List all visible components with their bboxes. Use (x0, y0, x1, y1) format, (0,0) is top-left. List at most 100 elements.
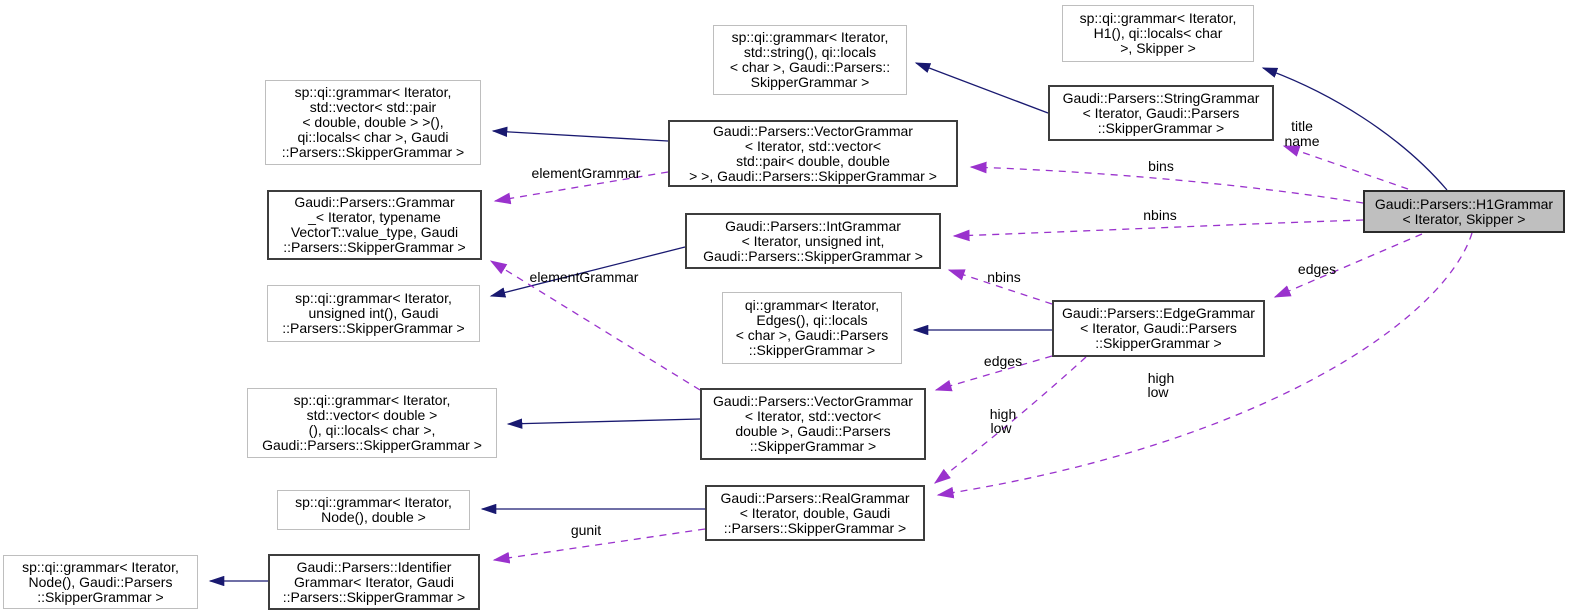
node-qi-grammar-node-double[interactable]: sp::qi::grammar< Iterator, Node(), doubl… (277, 490, 470, 530)
node-line: Gaudi::Parsers::VectorGrammar (713, 393, 913, 409)
node-qi-grammar-node-skipper[interactable]: sp::qi::grammar< Iterator, Node(), Gaudi… (3, 555, 198, 609)
node-line: sp::qi::grammar< Iterator, (731, 29, 889, 45)
inheritance-edge-vectorgrammar-pair (491, 126, 669, 142)
node-line: > >, Gaudi::Parsers::SkipperGrammar > (689, 167, 937, 184)
node-line: < double, double > >(), (302, 114, 444, 130)
node-line: ::Parsers::SkipperGrammar > (282, 588, 466, 605)
usage-edge-elementgrammar-pair (493, 171, 669, 205)
node-line: Gaudi::Parsers::IntGrammar (725, 217, 901, 234)
node-qi-grammar-string-skipper[interactable]: sp::qi::grammar< Iterator, std::string()… (713, 25, 907, 95)
edge-label-bins: bins (1148, 158, 1174, 174)
edge-label-name: name (1284, 133, 1319, 149)
node-line: sp::qi::grammar< Iterator, (294, 84, 452, 100)
node-line: ::SkipperGrammar > (1097, 119, 1225, 136)
node-line: qi::locals< char >, Gaudi (297, 129, 449, 145)
node-line: (), qi::locals< char >, (308, 422, 436, 438)
node-line: sp::qi::grammar< Iterator, (295, 494, 452, 510)
node-line: Gaudi::Parsers::EdgeGrammar (1062, 305, 1255, 321)
edge-label-elementgrammar-double: elementGrammar (530, 269, 639, 285)
edge-label-edges-h1: edges (1298, 261, 1336, 277)
node-line: sp::qi::grammar< Iterator, (295, 290, 452, 306)
node-line: ::SkipperGrammar > (748, 342, 876, 358)
usage-edge-bins (969, 161, 1364, 204)
edge-label-edges-edge: edges (984, 353, 1022, 369)
node-realgrammar[interactable]: Gaudi::Parsers::RealGrammar < Iterator, … (705, 485, 925, 541)
node-line: Node(), Gaudi::Parsers (28, 573, 173, 590)
node-line: ::SkipperGrammar > (749, 438, 877, 454)
node-vectorgrammar-pair[interactable]: Gaudi::Parsers::VectorGrammar < Iterator… (668, 120, 958, 187)
node-line: qi::grammar< Iterator, (744, 297, 880, 313)
node-line: sp::qi::grammar< Iterator, (22, 558, 179, 575)
node-line: std::vector< std::pair (309, 99, 437, 115)
node-line: Gaudi::Parsers::Grammar (294, 194, 455, 210)
edge-label-high-edge: high (990, 406, 1016, 422)
node-line: Gaudi::Parsers::SkipperGrammar > (703, 247, 923, 264)
node-line: < Iterator, unsigned int, (741, 232, 885, 249)
node-line: < Iterator, Skipper > (1402, 210, 1526, 227)
node-qi-grammar-h1-skipper[interactable]: sp::qi::grammar< Iterator, H1(), qi::loc… (1062, 5, 1254, 62)
node-line: Edges(), qi::locals (756, 312, 868, 328)
node-line: _< Iterator, typename (308, 209, 441, 225)
inheritance-edge-vectorgrammar-double (506, 418, 701, 429)
node-line: ::Parsers::SkipperGrammar > (283, 239, 466, 255)
node-line: < Iterator, Gaudi::Parsers (1080, 320, 1237, 336)
node-line: Gaudi::Parsers::H1Grammar (1374, 195, 1554, 212)
edge-label-nbins-h1: nbins (1143, 207, 1176, 223)
node-line: double >, Gaudi::Parsers (735, 423, 891, 439)
node-line: ::Parsers::SkipperGrammar > (282, 320, 465, 336)
node-line: Gaudi::Parsers::Identifier (296, 558, 452, 575)
usage-edge-title-name (1282, 145, 1409, 190)
node-line: < Iterator, double, Gaudi (739, 504, 891, 521)
node-line: ::SkipperGrammar > (37, 588, 164, 605)
usage-edge-nbins-h1 (952, 219, 1364, 242)
edge-label-low-h1: low (1147, 384, 1169, 400)
node-edgegrammar[interactable]: Gaudi::Parsers::EdgeGrammar < Iterator, … (1052, 300, 1265, 357)
node-intgrammar[interactable]: Gaudi::Parsers::IntGrammar < Iterator, u… (685, 213, 941, 269)
node-line: std::pair< double, double (736, 152, 890, 169)
edge-label-low-edge: low (990, 420, 1012, 436)
node-line: < Iterator, std::vector< (744, 137, 882, 154)
node-line: Grammar< Iterator, Gaudi (294, 573, 454, 590)
node-line: >, Skipper > (1120, 40, 1196, 56)
node-identifiergrammar[interactable]: Gaudi::Parsers::Identifier Grammar< Iter… (268, 554, 480, 610)
node-h1grammar-target[interactable]: Gaudi::Parsers::H1Grammar < Iterator, Sk… (1363, 190, 1565, 233)
node-vectorgrammar-double[interactable]: Gaudi::Parsers::VectorGrammar < Iterator… (700, 388, 926, 460)
usage-edge-gunit (492, 528, 706, 564)
node-line: sp::qi::grammar< Iterator, (1079, 10, 1237, 26)
inheritance-edge-stringgrammar (914, 62, 1049, 114)
edge-label-title: title (1291, 118, 1313, 134)
inheritance-edge-intgrammar (489, 246, 686, 298)
node-line: Gaudi::Parsers::SkipperGrammar > (262, 437, 482, 453)
node-line: Node(), double > (321, 509, 426, 525)
node-line: < char >, Gaudi::Parsers:: (729, 59, 891, 75)
node-line: Gaudi::Parsers::StringGrammar (1062, 89, 1260, 106)
node-line: sp::qi::grammar< Iterator, (293, 392, 451, 408)
node-line: H1(), qi::locals< char (1093, 25, 1223, 41)
edge-label-nbins-edge: nbins (987, 269, 1020, 285)
node-line: VectorT::value_type, Gaudi (290, 224, 459, 240)
node-qi-grammar-edges[interactable]: qi::grammar< Iterator, Edges(), qi::loca… (722, 292, 902, 364)
node-line: < Iterator, Gaudi::Parsers (1082, 104, 1240, 121)
node-line: std::string(), qi::locals (743, 44, 877, 60)
node-qi-grammar-vector-double[interactable]: sp::qi::grammar< Iterator, std::vector< … (247, 388, 497, 458)
node-line: std::vector< double > (306, 407, 438, 423)
node-line: SkipperGrammar > (750, 74, 870, 90)
node-stringgrammar[interactable]: Gaudi::Parsers::StringGrammar < Iterator… (1048, 85, 1274, 141)
edge-label-high-h1: high (1148, 370, 1174, 386)
usage-edge-nbins-edge (947, 269, 1053, 305)
node-qi-grammar-unsigned-int[interactable]: sp::qi::grammar< Iterator, unsigned int(… (267, 285, 480, 342)
node-qi-grammar-vector-pair[interactable]: sp::qi::grammar< Iterator, std::vector< … (265, 80, 481, 165)
node-line: < Iterator, std::vector< (744, 408, 882, 424)
node-grammar-underscore[interactable]: Gaudi::Parsers::Grammar _< Iterator, typ… (267, 190, 482, 260)
usage-edge-high-low-edge (933, 356, 1087, 484)
node-line: ::SkipperGrammar > (1095, 335, 1222, 351)
usage-edge-elementgrammar-double (489, 260, 701, 391)
node-line: ::Parsers::SkipperGrammar > (723, 519, 907, 536)
node-line: unsigned int(), Gaudi (308, 305, 439, 321)
node-line: ::Parsers::SkipperGrammar > (281, 144, 465, 160)
usage-edge-edges-h1 (1273, 233, 1423, 298)
node-line: Gaudi::Parsers::RealGrammar (720, 489, 910, 506)
usage-edge-high-low-h1 (936, 232, 1473, 499)
